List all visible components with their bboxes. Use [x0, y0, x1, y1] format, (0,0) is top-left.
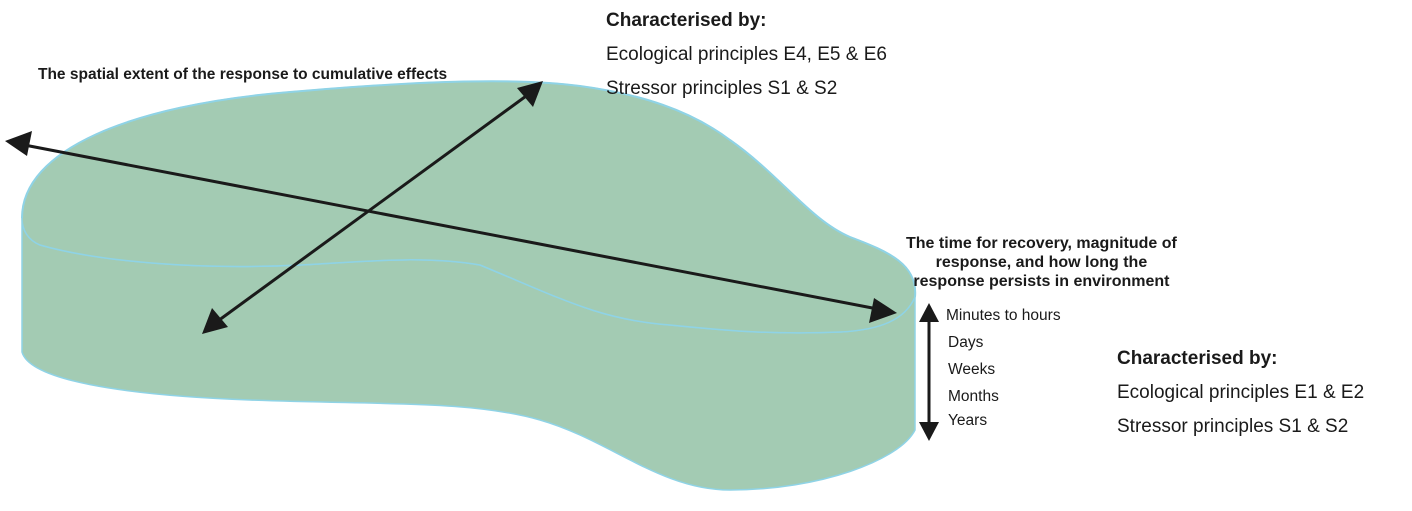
- characterised-right-line: Stressor principles S1 & S2: [1117, 416, 1349, 437]
- spatial-arrowhead-left: [5, 131, 32, 156]
- diagonal-arrowhead-top: [517, 81, 543, 107]
- time-scale: Minutes to hours Days Weeks Months Years: [946, 302, 1061, 432]
- time-scale-tick: Minutes to hours: [946, 307, 1061, 324]
- characterised-top-block: Characterised by: Ecological principles …: [606, 4, 887, 106]
- temporal-axis-label: The time for recovery, magnitude of resp…: [906, 234, 1177, 291]
- characterised-right-block: Characterised by: Ecological principles …: [1117, 342, 1364, 444]
- characterised-right-heading: Characterised by:: [1117, 348, 1278, 369]
- temporal-label-line: response persists in environment: [913, 273, 1170, 290]
- spatial-arrowhead-right: [869, 298, 897, 323]
- time-arrowhead-down: [919, 422, 939, 441]
- time-scale-tick: Months: [948, 388, 999, 405]
- time-arrowhead-up: [919, 303, 939, 322]
- temporal-label-line: The time for recovery, magnitude of: [906, 235, 1177, 252]
- diagonal-arrowhead-bottom: [202, 308, 228, 334]
- characterised-right-line: Ecological principles E1 & E2: [1117, 382, 1365, 403]
- characterised-top-heading: Characterised by:: [606, 10, 767, 31]
- time-scale-tick: Weeks: [948, 361, 996, 378]
- time-scale-tick: Years: [948, 412, 988, 429]
- spatial-axis-arrow: [13, 141, 889, 313]
- temporal-label-line: response, and how long the: [935, 254, 1148, 271]
- time-scale-tick: Days: [948, 334, 984, 351]
- spatial-axis-label: The spatial extent of the response to cu…: [38, 66, 448, 83]
- slab-top-edge: [21, 80, 917, 298]
- characterised-top-line: Ecological principles E4, E5 & E6: [606, 44, 887, 65]
- diagonal-axis-arrow: [210, 89, 534, 328]
- characterised-top-line: Stressor principles S1 & S2: [606, 78, 838, 99]
